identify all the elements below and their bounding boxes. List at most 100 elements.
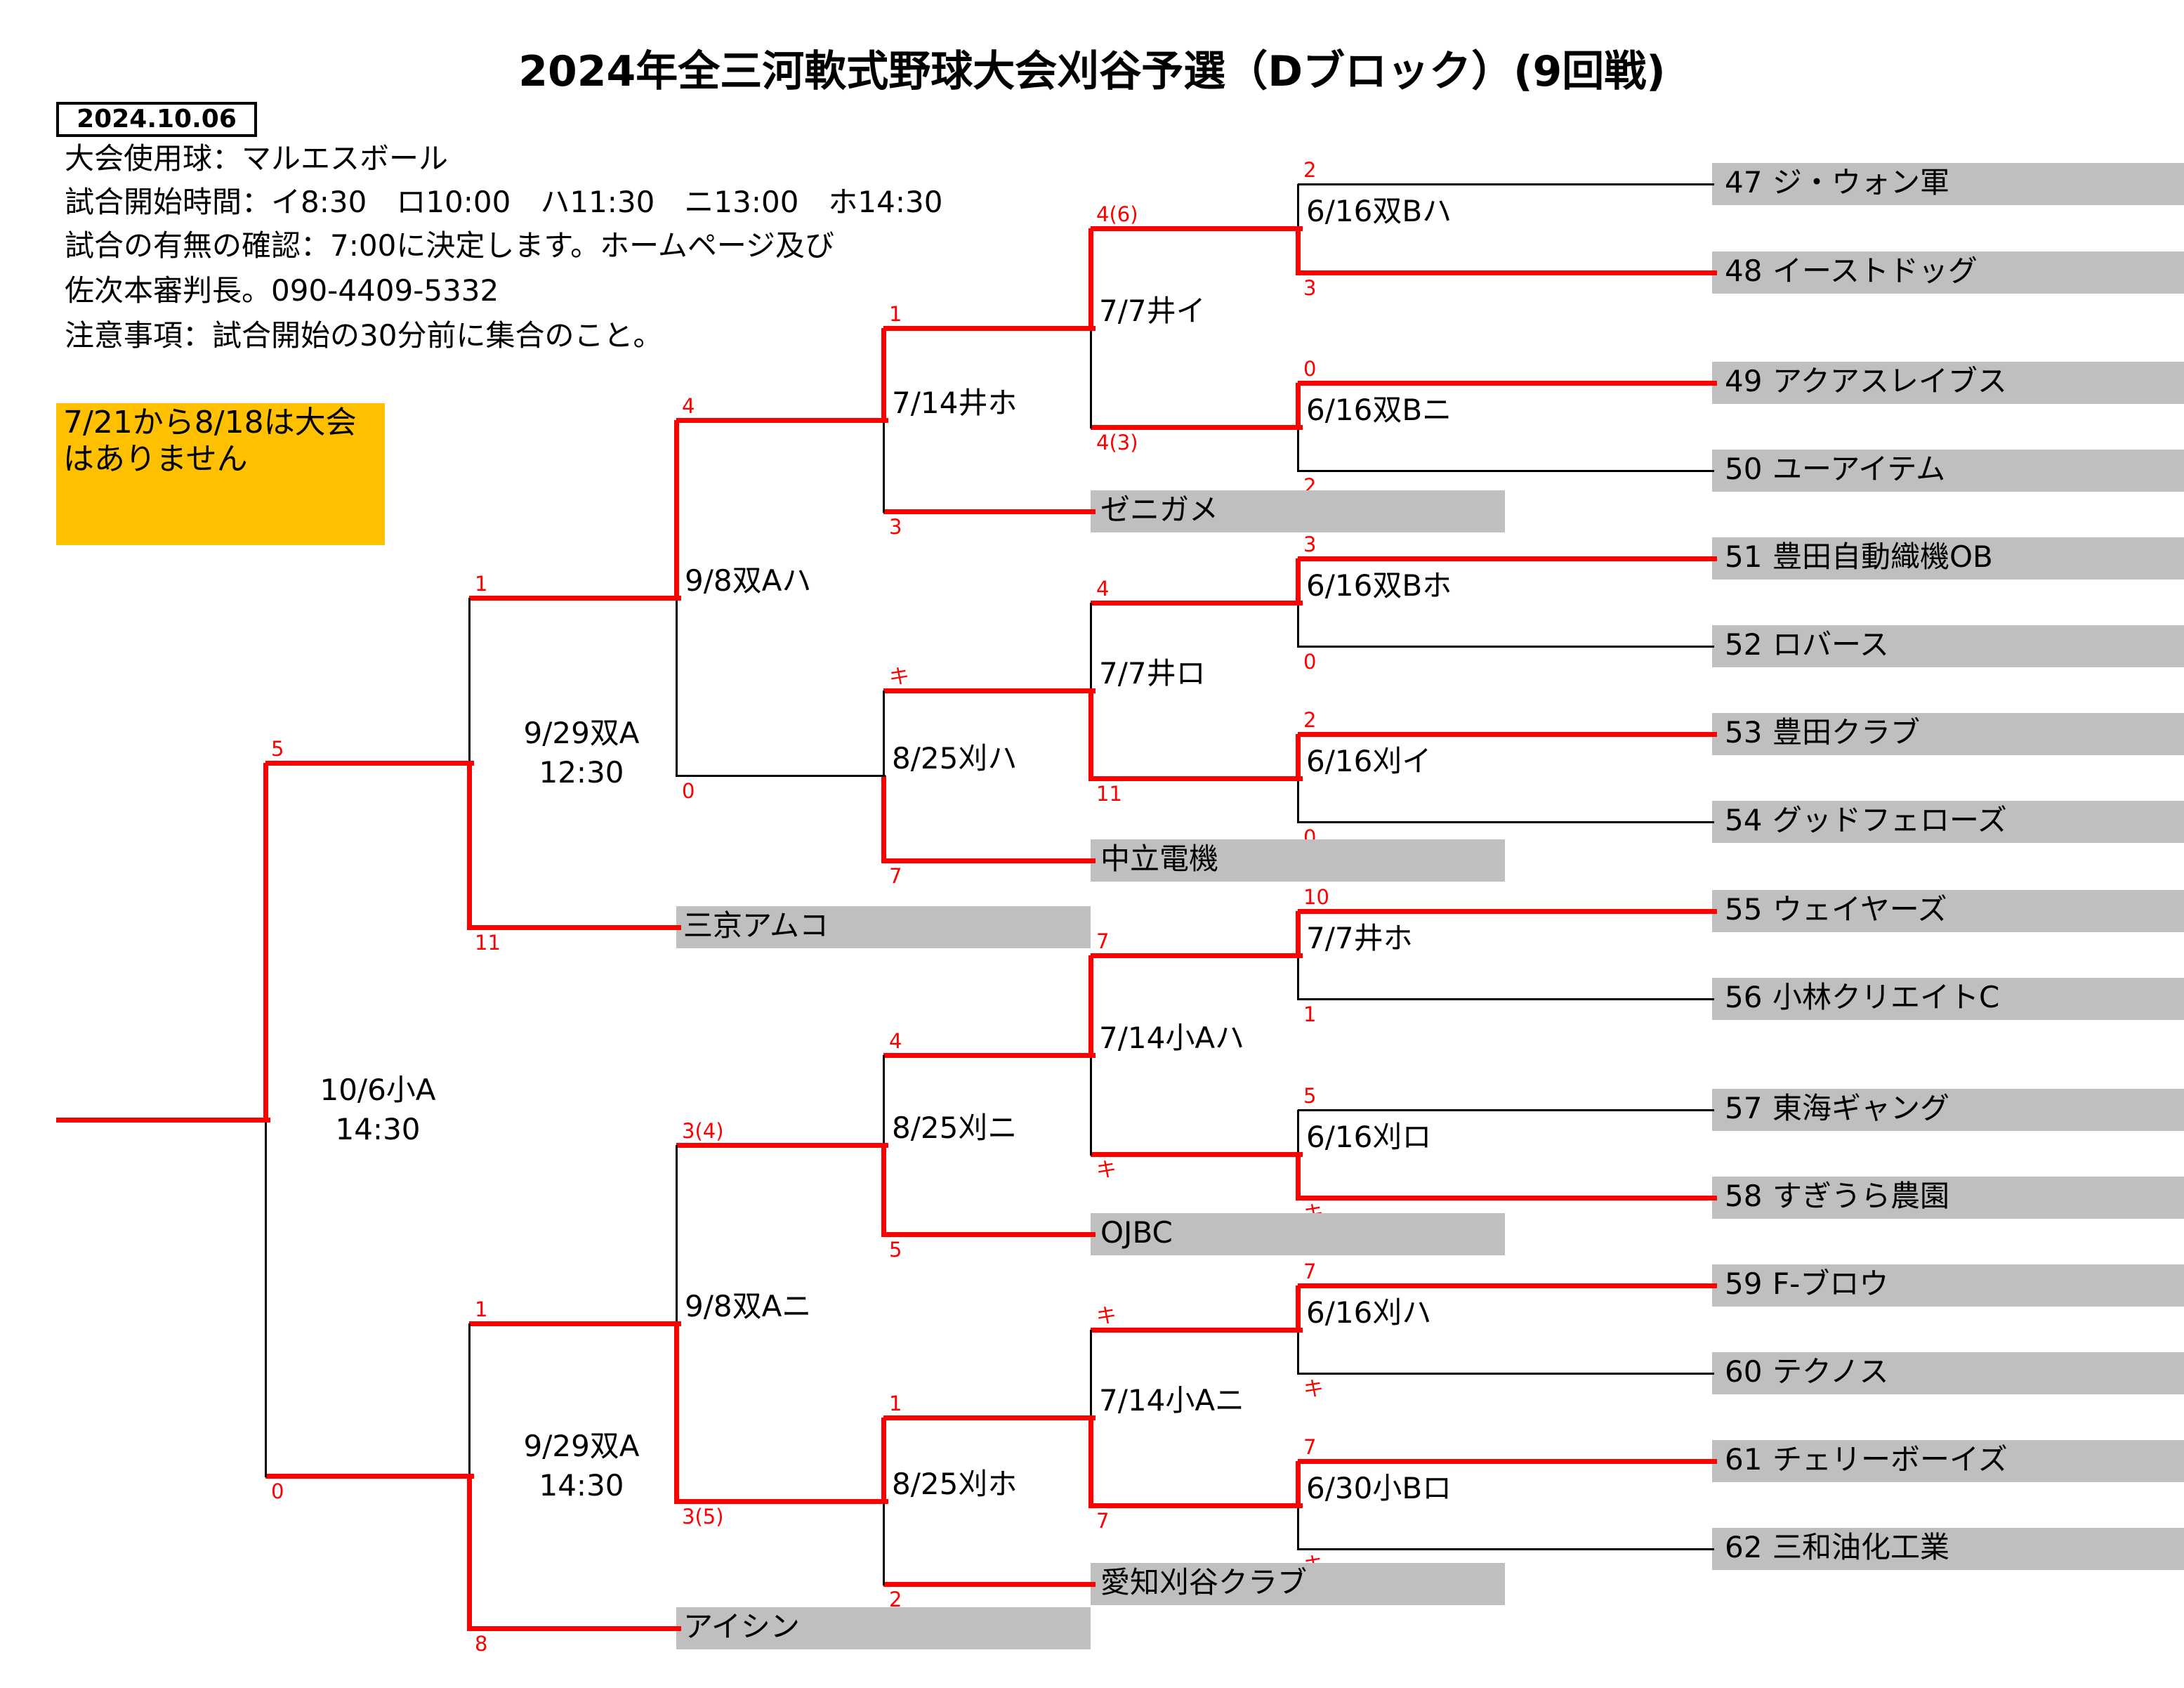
bracket-line [1296, 1461, 1301, 1508]
team-bar [676, 1607, 1091, 1649]
bracket-line [468, 598, 471, 764]
score-label: 4 [889, 1029, 902, 1053]
match-line [883, 1582, 1096, 1587]
round3-match-label: 7/14井ホ [892, 386, 1018, 420]
team-line [1298, 646, 1714, 648]
seeded-team-name: 三京アムコ [683, 908, 829, 943]
match-line [883, 858, 1096, 863]
team-name: イーストドッグ [1772, 254, 1978, 288]
seeded-team-name: 愛知刈谷クラブ [1100, 1565, 1308, 1599]
bracket-line [1297, 603, 1299, 648]
team-number: 47 [1725, 165, 1763, 199]
team-name: 東海ギャング [1772, 1091, 1950, 1125]
date-box: 2024.10.06 [56, 102, 257, 137]
score-label: 10 [1303, 885, 1329, 909]
team-number: 58 [1725, 1179, 1763, 1213]
match-line [469, 1321, 681, 1326]
team-name: ロバース [1772, 627, 1889, 662]
score-label: 7 [1303, 1435, 1317, 1459]
final-winner-line [56, 1118, 270, 1123]
team-entry: 59 F-ブロウ [1725, 1263, 1888, 1305]
team-number: 52 [1725, 627, 1763, 662]
bracket-line [265, 1120, 267, 1477]
team-name: テクノス [1772, 1354, 1889, 1389]
team-line [1298, 732, 1717, 737]
info-line-notes: 注意事項：試合開始の30分前に集合のこと。 [65, 318, 663, 353]
round4-match-label: 9/8双Aニ [685, 1289, 812, 1323]
team-line [1298, 1548, 1714, 1550]
score-label: 11 [1096, 782, 1122, 806]
score-label: 3 [1303, 532, 1317, 556]
team-bar [1091, 1213, 1505, 1255]
score-label: 5 [1303, 1084, 1317, 1108]
team-number: 59 [1725, 1267, 1763, 1301]
team-bar [1712, 450, 2184, 492]
team-name: 三和油化工業 [1772, 1530, 1950, 1564]
score-label: 3(4) [682, 1119, 724, 1143]
score-label: 1 [889, 302, 902, 326]
team-number: 61 [1725, 1442, 1763, 1477]
team-name: 豊田クラブ [1772, 715, 1921, 750]
bracket-line [1296, 1154, 1301, 1200]
team-name: 小林クリエイトC [1772, 980, 2000, 1014]
match-line [676, 1143, 888, 1148]
bracket-line [883, 691, 885, 777]
match-line [883, 688, 1096, 693]
team-line [1298, 381, 1717, 386]
score-label: 4 [1096, 577, 1110, 601]
round1-match-label: 6/16刈イ [1306, 744, 1432, 778]
team-bar [1712, 625, 2184, 667]
score-label: 2 [1303, 708, 1317, 732]
round4-match-label: 9/8双Aハ [685, 563, 812, 598]
bracket-line [674, 1323, 679, 1504]
team-entry: 52 ロバース [1725, 624, 1889, 666]
bracket-line [1090, 603, 1092, 692]
team-number: 56 [1725, 980, 1763, 1014]
team-bar [1091, 1563, 1505, 1605]
round5-match-date: 9/29双A [523, 1429, 640, 1463]
round1-match-label: 6/16双Bホ [1306, 568, 1452, 603]
notice-box: 7/21から8/18は大会はありません [56, 403, 385, 545]
score-label: 7 [1096, 1509, 1110, 1533]
team-bar [1712, 537, 2184, 580]
team-number: 55 [1725, 892, 1763, 927]
bracket-line [1297, 1330, 1299, 1375]
match-line [1091, 953, 1303, 958]
score-label: 4(3) [1096, 431, 1138, 454]
bracket-line [1296, 383, 1301, 430]
round5-match-time: 14:30 [539, 1468, 624, 1503]
match-line [1091, 1328, 1303, 1333]
team-bar [1712, 1089, 2184, 1131]
score-label: 7 [1303, 1260, 1317, 1283]
match-line [1091, 776, 1303, 781]
team-name: アクアスレイブス [1772, 364, 2007, 398]
team-name: F-ブロウ [1772, 1267, 1889, 1301]
score-label: 0 [271, 1479, 284, 1503]
bracket-line [1296, 558, 1301, 606]
score-label: 3(5) [682, 1505, 724, 1529]
team-bar [1091, 490, 1505, 532]
match-line [676, 775, 886, 777]
team-bar [1712, 251, 2184, 294]
team-entry: 57 東海ギャング [1725, 1087, 1949, 1130]
bracket-line [676, 598, 678, 777]
team-line [1298, 998, 1714, 1000]
team-number: 51 [1725, 539, 1763, 574]
team-number: 57 [1725, 1091, 1763, 1125]
score-label: キ [1096, 1158, 1117, 1182]
bracket-line [263, 763, 268, 1123]
bracket-line [881, 776, 886, 863]
round3-match-label: 8/25刈ホ [892, 1467, 1018, 1501]
team-line [1298, 909, 1717, 914]
match-line [676, 1499, 888, 1504]
info-line-referee: 佐次本審判長。090-4409-5332 [65, 273, 499, 308]
seeded-team-name: OJBC [1100, 1215, 1173, 1250]
